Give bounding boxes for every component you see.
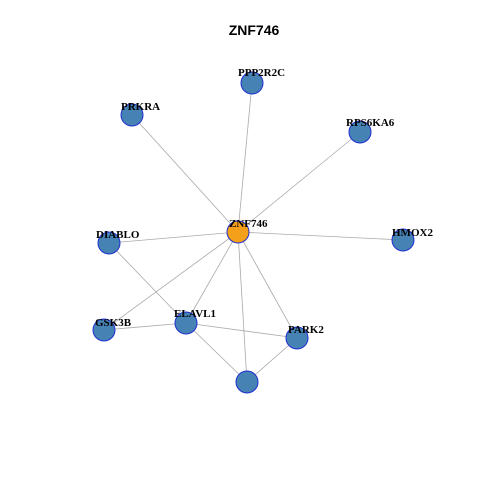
node-unlabeled bbox=[235, 370, 259, 394]
edge-znf746-park2 bbox=[237, 231, 298, 339]
nodes-layer bbox=[92, 71, 415, 394]
node-label-rps6ka6: RPS6KA6 bbox=[346, 117, 395, 129]
node-park2 bbox=[285, 326, 309, 350]
node-label-znf746: ZNF746 bbox=[229, 218, 268, 230]
node-label-hmox2: HMOX2 bbox=[392, 227, 433, 239]
edge-znf746-gsk3b bbox=[103, 231, 239, 331]
edge-znf746-elavl1 bbox=[185, 231, 239, 324]
node-hmox2 bbox=[391, 228, 415, 252]
node-label-prkra: PRKRA bbox=[121, 101, 160, 113]
edge-znf746-prkra bbox=[131, 114, 239, 233]
edge-gsk3b-elavl1 bbox=[103, 322, 187, 331]
node-diablo bbox=[97, 231, 121, 255]
node-prkra bbox=[120, 103, 144, 127]
edge-diablo-elavl1 bbox=[108, 242, 187, 324]
node-label-ppp2r2c: PPP2R2C bbox=[238, 67, 285, 79]
edge-elavl1-park2 bbox=[185, 322, 298, 339]
node-gsk3b bbox=[92, 318, 116, 342]
edge-znf746-diablo bbox=[108, 231, 239, 244]
node-ppp2r2c bbox=[240, 71, 264, 95]
node-label-park2: PARK2 bbox=[288, 324, 324, 336]
node-label-diablo: DIABLO bbox=[96, 229, 140, 241]
node-elavl1 bbox=[174, 311, 198, 335]
node-znf746 bbox=[226, 220, 250, 244]
node-label-elavl1: ELAVL1 bbox=[174, 308, 216, 320]
edge-znf746-hmox2 bbox=[237, 231, 404, 241]
node-label-gsk3b: GSK3B bbox=[95, 317, 132, 329]
edge-znf746-ppp2r2c bbox=[237, 82, 253, 233]
graph-title: ZNF746 bbox=[229, 22, 280, 38]
edge-znf746-unlabeled bbox=[237, 231, 248, 383]
edge-znf746-rps6ka6 bbox=[237, 131, 361, 233]
node-rps6ka6 bbox=[348, 120, 372, 144]
edge-elavl1-unlabeled bbox=[185, 322, 248, 383]
